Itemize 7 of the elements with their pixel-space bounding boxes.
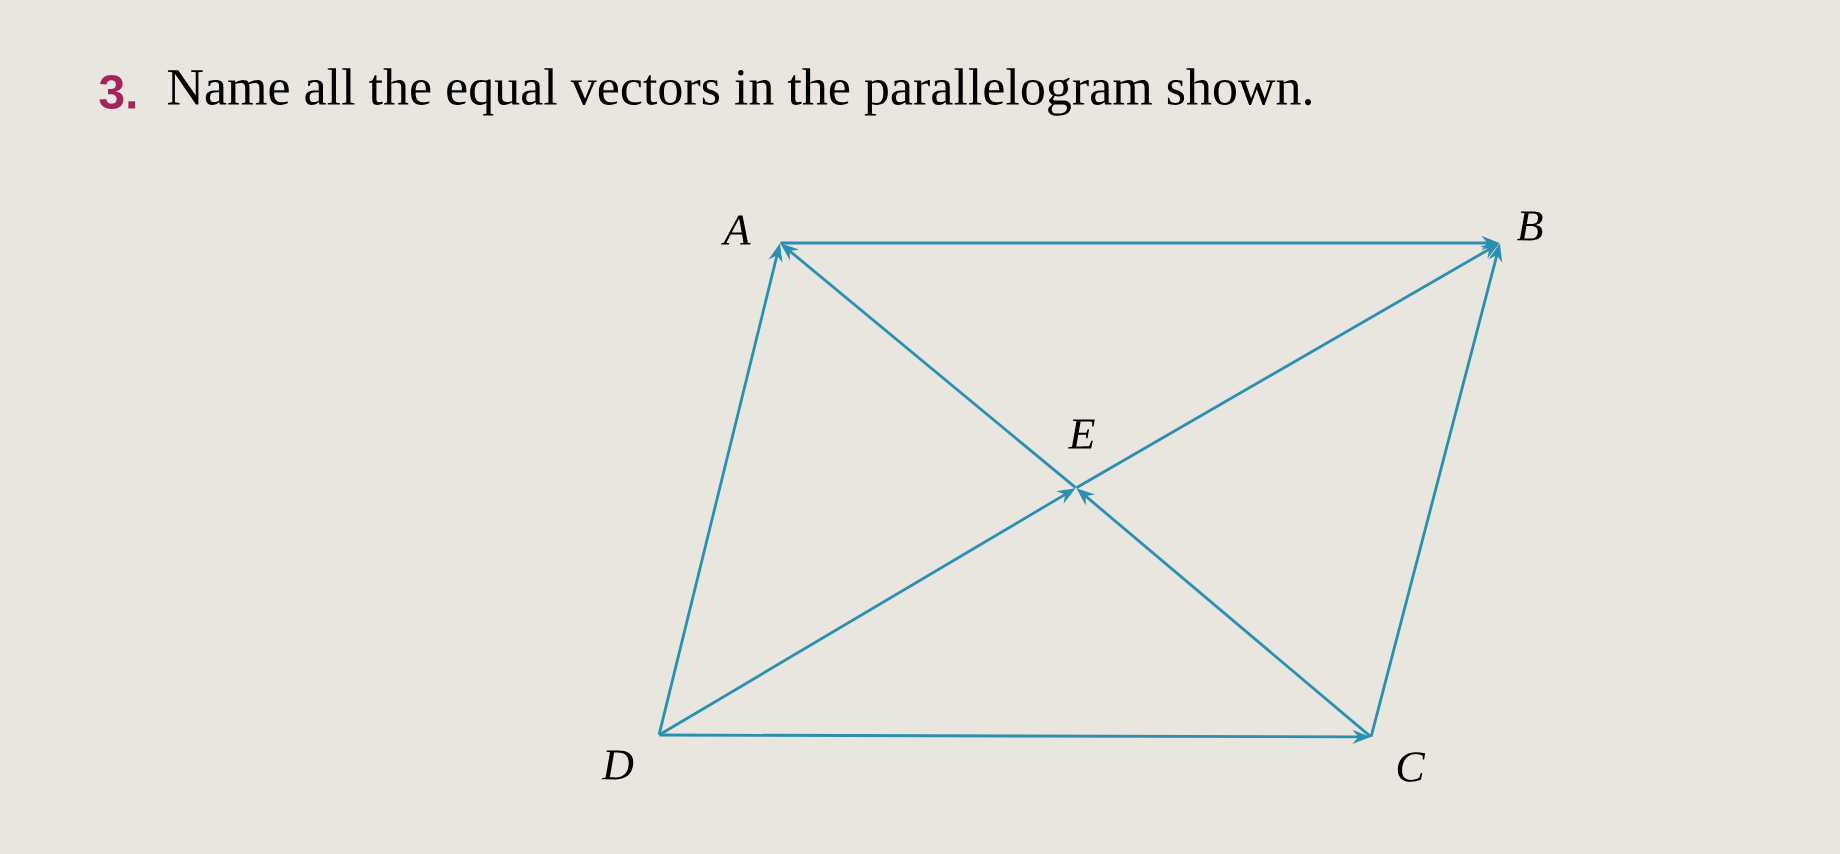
point-label: B <box>1517 211 1543 241</box>
question-number: 3. <box>99 74 136 109</box>
point-label: E <box>1068 419 1095 449</box>
question-text: Name all the equal vectors in the parallelogram shown. <box>167 68 1312 116</box>
point-label: D <box>601 750 634 780</box>
point-label: A <box>721 215 751 245</box>
point-label: C <box>1397 752 1426 782</box>
